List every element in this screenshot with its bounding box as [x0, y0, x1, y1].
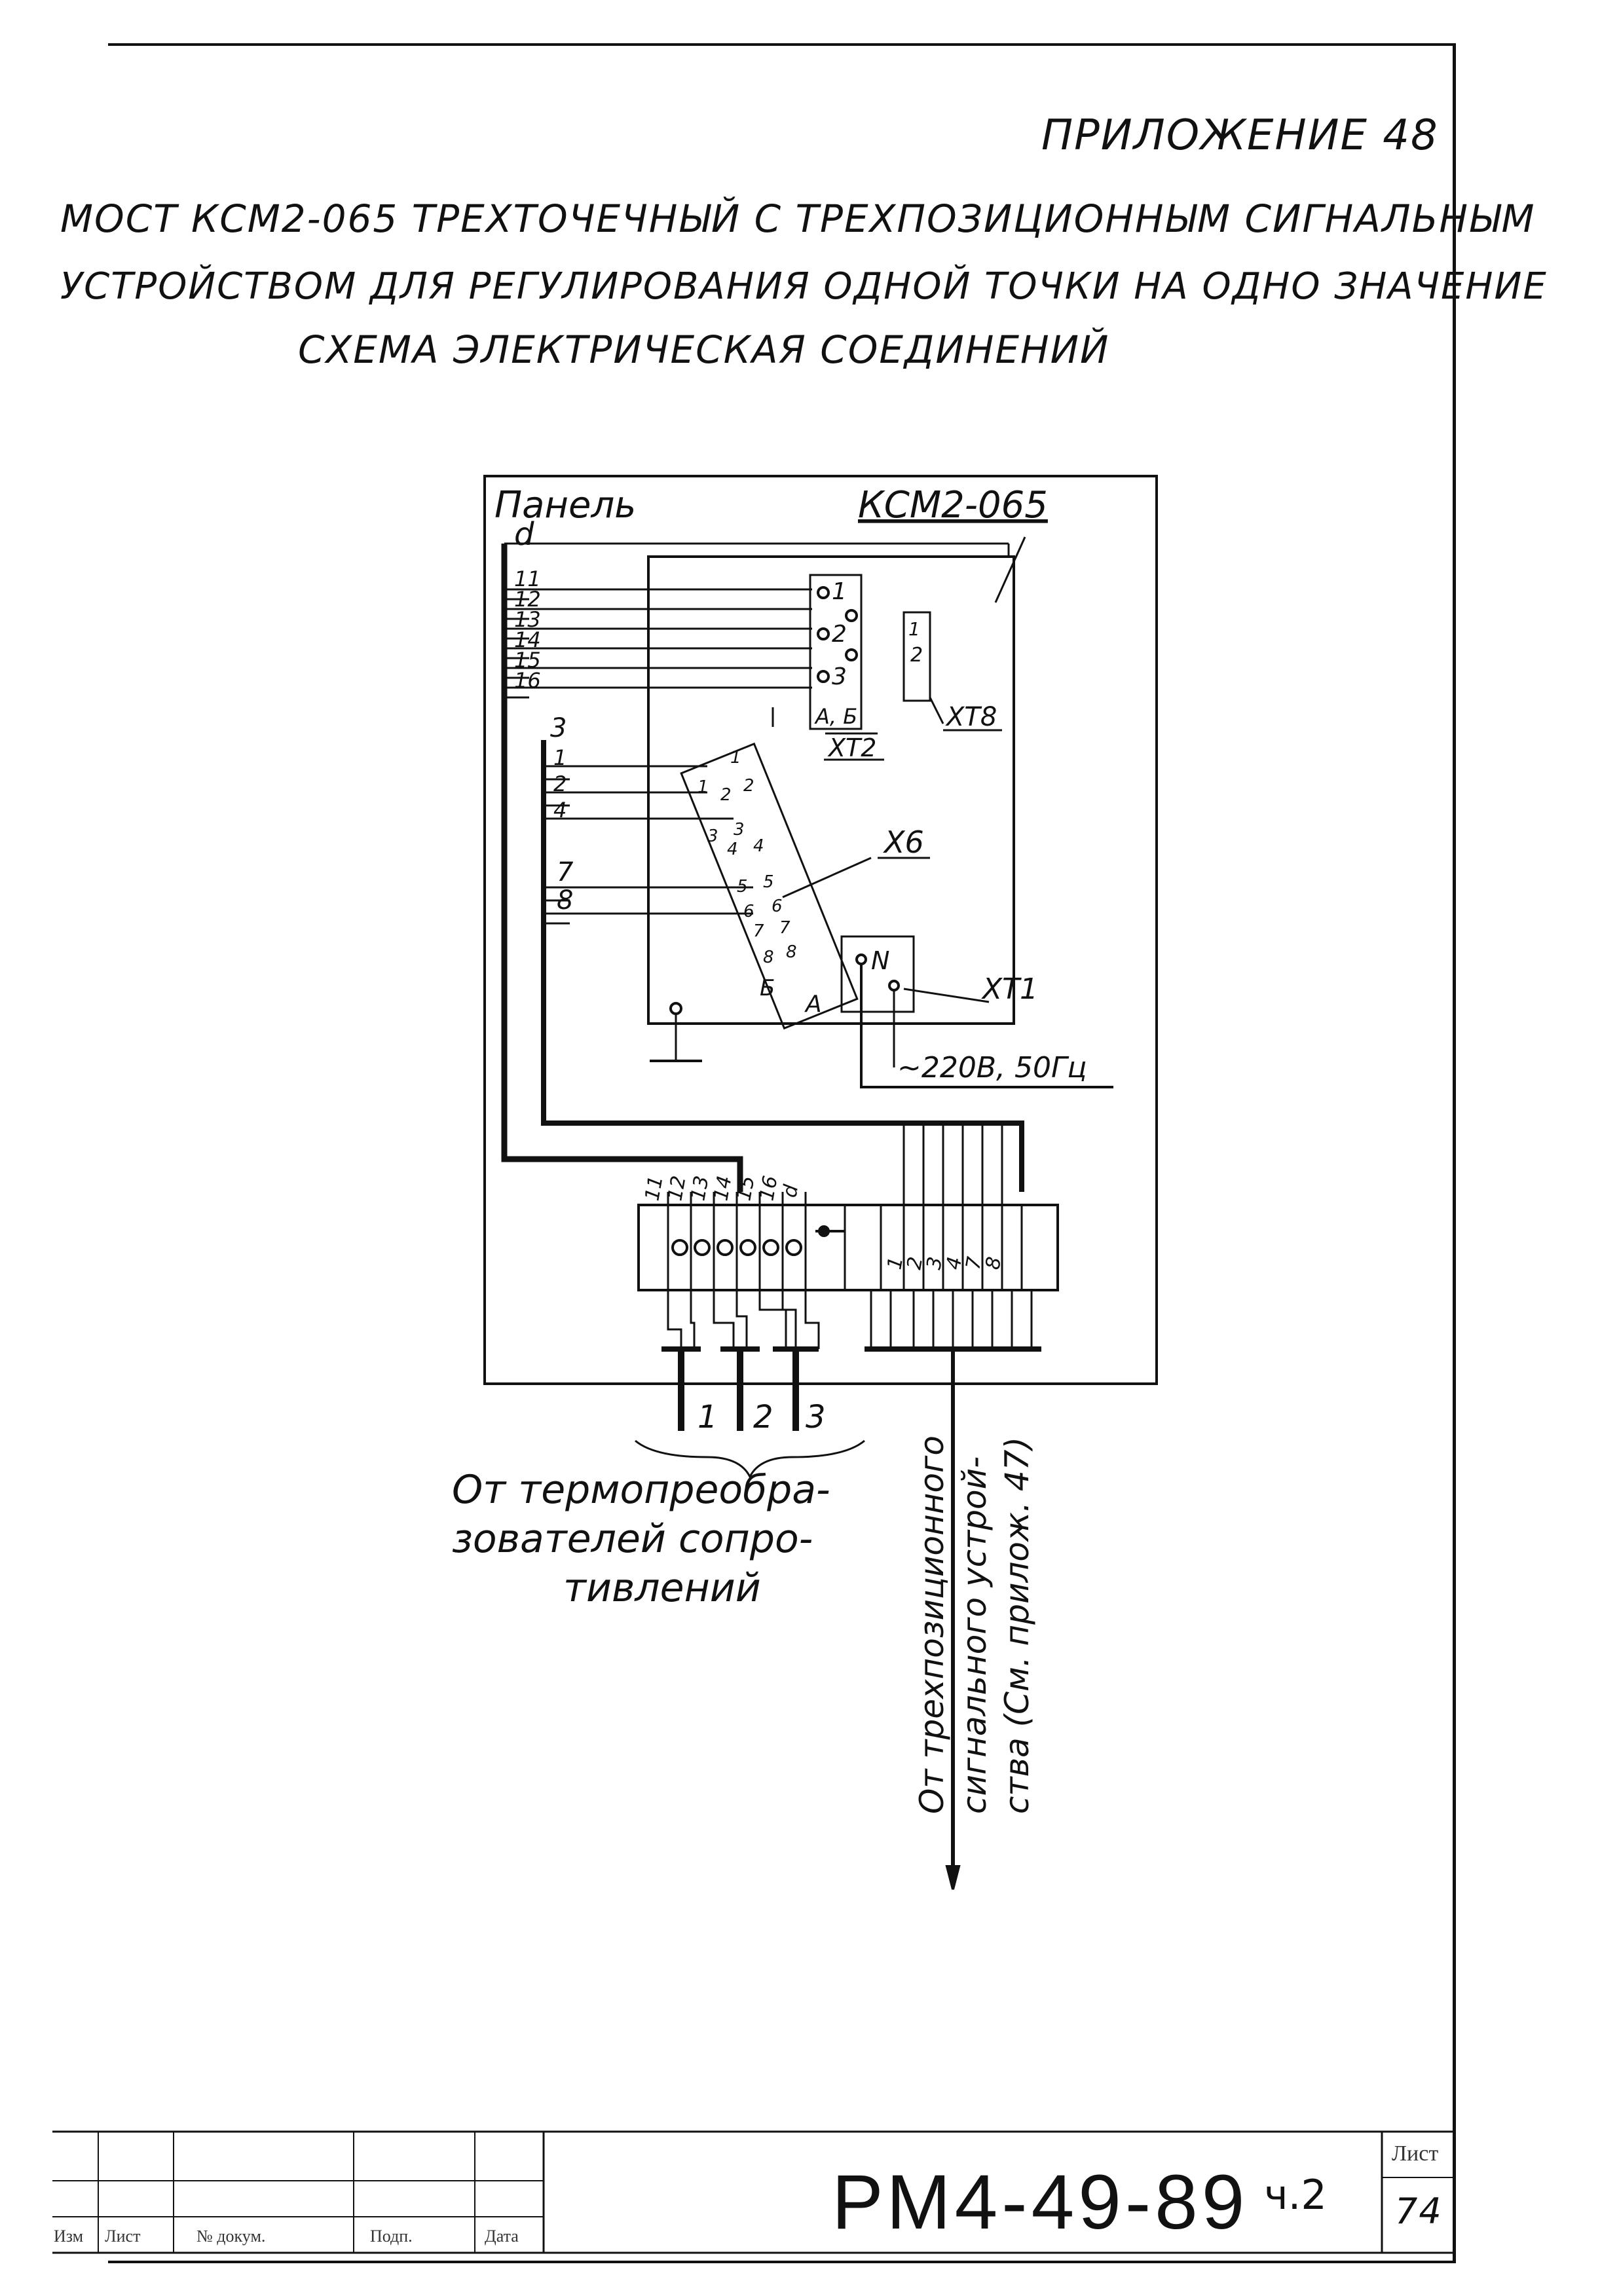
appendix-label: ПРИЛОЖЕНИЕ 48 — [1041, 111, 1439, 160]
title-line-2: УСТРОЙСТВОМ ДЛЯ РЕГУЛИРОВАНИЯ ОДНОЙ ТОЧК… — [60, 265, 1548, 308]
xt2-connector — [809, 574, 863, 730]
terminal-14: 14 — [514, 627, 541, 652]
xt2-pin-1: 1 — [832, 578, 847, 605]
cable-2: 2 — [753, 1399, 773, 1435]
panel-d-label: d — [514, 516, 534, 553]
device-label: КСМ2-065 — [858, 484, 1048, 527]
x6-pin: 6 — [743, 902, 754, 921]
title-block — [52, 2130, 1454, 2254]
bus-3 — [541, 740, 1024, 1192]
stamp-col-change: Изм — [54, 2227, 84, 2246]
power-label: ~220В, 50Гц — [897, 1051, 1087, 1084]
x6-pin: 4 — [753, 836, 764, 856]
x6-pin: 7 — [779, 918, 791, 938]
x6-pin: 6 — [772, 897, 783, 916]
note-right-2: сигнального устрой- — [956, 1456, 994, 1814]
x6-pin: 5 — [763, 872, 774, 892]
strip-terminal-12: 12 — [663, 1174, 690, 1203]
xt8-label: ХТ8 — [945, 702, 997, 732]
document-part: ч.2 — [1264, 2171, 1327, 2219]
terminal-11: 11 — [514, 566, 541, 591]
note-left-3: тивлений — [563, 1565, 761, 1611]
bus-3-terminal-1: 1 — [553, 745, 567, 770]
xt2-pin-3: 3 — [832, 663, 847, 690]
sheet-label: Лист — [1392, 2141, 1439, 2166]
note-right-1: От трехпозиционного — [913, 1435, 951, 1814]
title-line-1: МОСТ КСМ2-065 ТРЕХТОЧЕЧНЫЙ С ТРЕХПОЗИЦИО… — [60, 196, 1536, 241]
x6-pin: 7 — [753, 921, 764, 941]
stamp-col-sign: Подп. — [370, 2227, 413, 2246]
xt8-pin-1: 1 — [908, 618, 920, 640]
xt1-connector — [840, 935, 915, 1013]
stamp-col-date: Дата — [485, 2227, 519, 2246]
bus-3-terminal-7: 7 — [557, 857, 574, 887]
strip-terminal-16: 16 — [755, 1174, 782, 1203]
document-code: РМ4-49-89 — [832, 2159, 1249, 2246]
title-line-3: СХЕМА ЭЛЕКТРИЧЕСКАЯ СОЕДИНЕНИЙ — [298, 327, 1110, 372]
x6-pin: 2 — [743, 776, 754, 796]
xt2-bottom-label: А, Б — [814, 704, 857, 729]
stamp-col-sheet: Лист — [105, 2227, 141, 2246]
x6-bottom-a: А — [804, 991, 822, 1018]
cable-3: 3 — [806, 1399, 826, 1435]
xt8-pin-2: 2 — [910, 644, 923, 667]
strip-terminal-15: 15 — [732, 1174, 759, 1203]
note-right-3: ства (См. прилож. 47) — [998, 1437, 1036, 1814]
x6-pin: 3 — [707, 826, 718, 846]
xt8-connector — [902, 611, 931, 702]
stamp-col-docno: № докум. — [196, 2227, 266, 2246]
x6-label: Х6 — [883, 824, 924, 860]
strip-terminal-11: 11 — [641, 1174, 667, 1203]
xt2-label: ХТ2 — [827, 733, 876, 762]
x6-pin: 1 — [730, 748, 741, 768]
terminal-15: 15 — [514, 648, 541, 673]
x6-pin: 4 — [727, 840, 738, 859]
bus-d — [501, 544, 743, 1192]
strip-terminal-13: 13 — [686, 1174, 713, 1203]
x6-pin: 5 — [737, 877, 748, 897]
note-left-2: зователей сопро- — [452, 1516, 813, 1562]
terminal-16: 16 — [514, 668, 541, 693]
x6-pin: 3 — [734, 820, 745, 840]
sheet-number: 74 — [1395, 2191, 1443, 2232]
cable-1: 1 — [698, 1399, 718, 1435]
x6-pin: 2 — [720, 785, 732, 805]
panel-label: Панель — [494, 484, 636, 527]
xt1-label: ХТ1 — [981, 972, 1038, 1006]
drawing-frame — [108, 43, 1456, 2263]
x6-pin: 8 — [786, 942, 797, 962]
xt1-pin-n: N — [871, 946, 889, 975]
bus-3-label: 3 — [550, 713, 567, 743]
x6-connector — [680, 742, 859, 1030]
device-outline — [647, 555, 1015, 1025]
note-left-1: От термопреобра- — [452, 1467, 830, 1513]
x6-pin: 8 — [763, 948, 774, 967]
terminal-strip — [637, 1204, 1059, 1291]
bus-3-terminal-4: 4 — [553, 798, 567, 823]
panel-outline — [483, 475, 1158, 1385]
xt2-pin-2: 2 — [832, 621, 847, 648]
bus-3-terminal-8: 8 — [557, 885, 573, 916]
bus-3-terminal-2: 2 — [553, 771, 567, 796]
strip-terminal-14: 14 — [709, 1174, 736, 1203]
x6-pin: 1 — [698, 777, 709, 797]
x6-bottom-b: Б — [760, 975, 775, 1001]
terminal-12: 12 — [514, 587, 541, 612]
terminal-13: 13 — [514, 607, 541, 632]
